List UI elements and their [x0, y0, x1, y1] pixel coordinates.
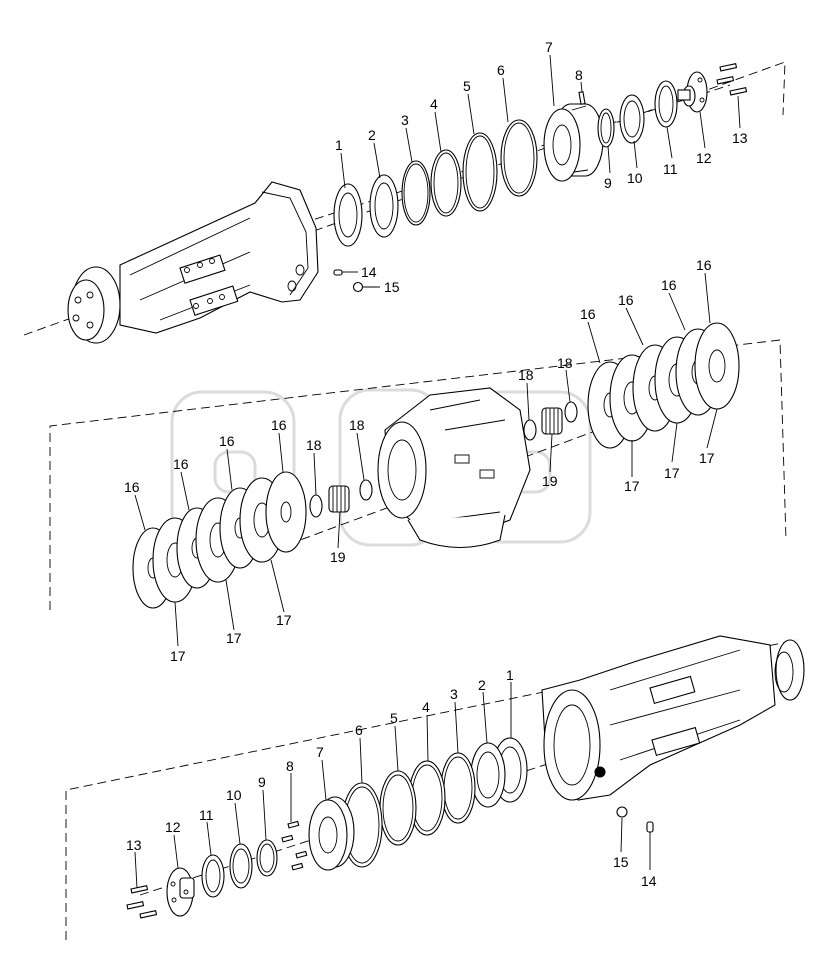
- callout-1-upper: 1: [335, 137, 343, 153]
- callout-1-lower: 1: [506, 667, 514, 683]
- callout-4-lower: 4: [422, 699, 430, 715]
- part-11-lower: [201, 854, 225, 898]
- callout-14-lower: 14: [641, 873, 657, 889]
- left-disc-stack: [132, 471, 307, 609]
- upper-rings: [333, 119, 538, 247]
- callout-13-lower: 13: [126, 837, 142, 853]
- callout-2-upper: 2: [368, 127, 376, 143]
- callout-14-upper: 14: [361, 264, 377, 280]
- callout-19-left: 19: [330, 549, 346, 565]
- callout-16-left-3: 16: [219, 433, 235, 449]
- part-7-upper: [543, 103, 604, 182]
- callout-16-left-2: 16: [173, 456, 189, 472]
- callout-3-upper: 3: [401, 112, 409, 128]
- lower-rings: [341, 737, 528, 868]
- axle-housing-lower: [541, 635, 805, 801]
- callout-13-upper: 13: [732, 130, 748, 146]
- callout-10-upper: 10: [627, 170, 643, 186]
- callout-18-left-2: 18: [349, 417, 365, 433]
- callout-16-left-1: 16: [124, 479, 140, 495]
- ring-18-l1: [309, 494, 323, 518]
- part-12-lower: [166, 867, 195, 917]
- leader-lines: [134, 54, 741, 889]
- middle-section: [49, 322, 787, 610]
- part-6-upper: [500, 119, 538, 197]
- ring-18-r1: [523, 419, 537, 441]
- callout-8-lower: 8: [286, 758, 294, 774]
- part-8-upper: [578, 91, 586, 105]
- callout-17-left-1: 17: [170, 648, 186, 664]
- part-10-lower: [229, 843, 253, 889]
- callout-16-right-4: 16: [696, 257, 712, 273]
- callout-16-right-2: 16: [618, 292, 634, 308]
- gear-19-left: [328, 485, 350, 513]
- part-14-upper: [333, 269, 343, 276]
- callout-9-upper: 9: [604, 175, 612, 191]
- callout-8-upper: 8: [575, 67, 583, 83]
- callout-5-lower: 5: [390, 710, 398, 726]
- callout-15-lower: 15: [613, 854, 629, 870]
- callout-18-right-2: 18: [557, 355, 573, 371]
- part-11-upper: [654, 80, 678, 128]
- right-disc-stack: [587, 322, 740, 449]
- callout-18-left-1: 18: [306, 437, 322, 453]
- ring-18-l2: [359, 479, 373, 501]
- part-15-lower: [616, 806, 628, 818]
- callout-12-upper: 12: [696, 150, 712, 166]
- callout-17-left-2: 17: [226, 630, 242, 646]
- part-5-upper: [462, 132, 498, 212]
- callout-10-lower: 10: [226, 787, 242, 803]
- lower-section: [65, 635, 805, 940]
- part-7-lower: [308, 796, 355, 871]
- part-13-lower: [126, 885, 158, 919]
- part-12-upper: [677, 71, 708, 113]
- callout-15-upper: 15: [384, 279, 400, 295]
- callout-4-upper: 4: [430, 96, 438, 112]
- disc-16-l4: [265, 471, 307, 553]
- callout-6-lower: 6: [355, 722, 363, 738]
- callout-labels: 1 2 3 4 5 6 7 8 9 10 11 12 13 14 15 16 1…: [124, 39, 748, 889]
- callout-17-right-1: 17: [624, 478, 640, 494]
- callout-7-lower: 7: [316, 744, 324, 760]
- axle-housing-upper: [67, 181, 319, 344]
- callout-19-right: 19: [542, 473, 558, 489]
- callout-16-left-4: 16: [271, 417, 287, 433]
- differential-housing: [377, 387, 531, 549]
- callout-9-lower: 9: [258, 774, 266, 790]
- part-14-lower: [646, 821, 654, 833]
- part-3-lower: [440, 752, 476, 824]
- part-5-lower: [379, 770, 417, 846]
- gear-19-right: [541, 407, 563, 435]
- part-4-upper: [430, 149, 462, 217]
- part-1-upper: [333, 183, 363, 247]
- callout-12-lower: 12: [165, 819, 181, 835]
- callout-5-upper: 5: [463, 78, 471, 94]
- ring-18-r2: [564, 401, 578, 423]
- part-9-upper: [597, 108, 615, 148]
- callout-17-right-3: 17: [699, 450, 715, 466]
- callout-11-upper: 11: [663, 161, 678, 177]
- callout-17-right-2: 17: [664, 465, 680, 481]
- disc-17-r3: [694, 322, 740, 410]
- part-2-upper: [369, 174, 399, 238]
- callout-7-upper: 7: [545, 39, 553, 55]
- part-2-lower: [470, 742, 506, 808]
- callout-18-right-1: 18: [518, 367, 534, 383]
- middle-frame: [49, 339, 787, 610]
- part-8-lower: [281, 820, 308, 871]
- callout-16-right-1: 16: [580, 306, 596, 322]
- callout-11-lower: 11: [199, 807, 214, 823]
- callout-3-lower: 3: [450, 686, 458, 702]
- callout-16-right-3: 16: [661, 277, 677, 293]
- callout-17-left-3: 17: [276, 612, 292, 628]
- part-13-upper: [716, 63, 748, 96]
- upper-section: [23, 61, 786, 344]
- part-15-upper: [352, 281, 364, 293]
- part-3-upper: [401, 160, 431, 226]
- callout-2-lower: 2: [478, 677, 486, 693]
- callout-6-upper: 6: [497, 62, 505, 78]
